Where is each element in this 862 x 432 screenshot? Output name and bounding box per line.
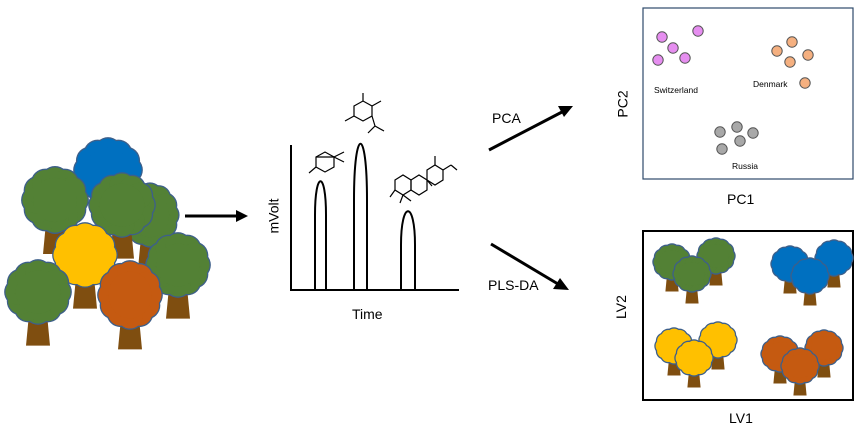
plsda-y-axis-label: LV2 <box>612 295 629 319</box>
pca-point <box>716 143 728 155</box>
pca-group-label-switzerland: Switzerland <box>654 85 698 95</box>
tree-green-right <box>145 232 211 319</box>
pca-point <box>656 31 668 43</box>
plsda-cluster-green <box>652 237 736 304</box>
pca-point <box>786 36 798 48</box>
plsda-tree <box>780 347 820 396</box>
chromatogram-peak-1 <box>314 180 327 290</box>
plsda-cluster-orange <box>760 329 844 396</box>
pca-point <box>734 135 746 147</box>
chromatogram-y-label: mVolt <box>265 198 282 234</box>
plsda-tree <box>674 339 714 388</box>
pca-y-axis-label: PC2 <box>614 90 631 118</box>
pca-point <box>771 45 783 57</box>
pca-scores-plot <box>642 7 854 180</box>
chromatogram-peak-3 <box>400 210 416 290</box>
plsda-x-axis-label: LV1 <box>729 410 753 426</box>
pca-point <box>679 52 691 64</box>
plsda-arrow-label: PLS-DA <box>488 277 539 293</box>
pca-point <box>747 127 759 139</box>
plsda-tree <box>696 237 736 286</box>
plsda-tree <box>790 257 830 306</box>
tree-green-front <box>4 259 72 346</box>
arrow-to-pca <box>488 106 573 152</box>
pca-point <box>667 42 679 54</box>
pca-point <box>714 126 726 138</box>
pca-arrow-label: PCA <box>492 110 521 126</box>
chromatogram-x-label: Time <box>352 306 383 322</box>
pca-point <box>802 49 814 61</box>
chromatogram-plot <box>290 143 459 291</box>
tree-group-icon <box>4 137 211 350</box>
pca-group-label-russia: Russia <box>732 161 758 171</box>
plsda-cluster-blue <box>770 239 854 306</box>
tree-orange <box>97 260 163 350</box>
pca-points <box>652 25 814 155</box>
plsda-cluster-yellow <box>654 321 738 388</box>
pca-point <box>799 77 811 89</box>
arrow-to-chromatogram <box>185 210 248 222</box>
tree-yellow <box>52 222 118 309</box>
pca-x-axis-label: PC1 <box>727 191 755 207</box>
pca-point <box>784 56 796 68</box>
pca-point <box>692 25 704 37</box>
chromatogram-peak-2 <box>353 143 368 290</box>
pca-group-label-denmark: Denmark <box>753 79 788 89</box>
plsda-tree <box>698 321 738 370</box>
pca-point <box>731 121 743 133</box>
plsda-tree <box>672 255 712 304</box>
plsda-tree-clusters <box>652 237 854 396</box>
pca-point <box>652 54 664 66</box>
chemical-structure-icon <box>308 93 458 204</box>
tree-green-center <box>88 172 156 259</box>
arrow-to-plsda <box>490 242 569 290</box>
tree-green-left <box>21 166 89 254</box>
plsda-tree <box>814 239 854 288</box>
